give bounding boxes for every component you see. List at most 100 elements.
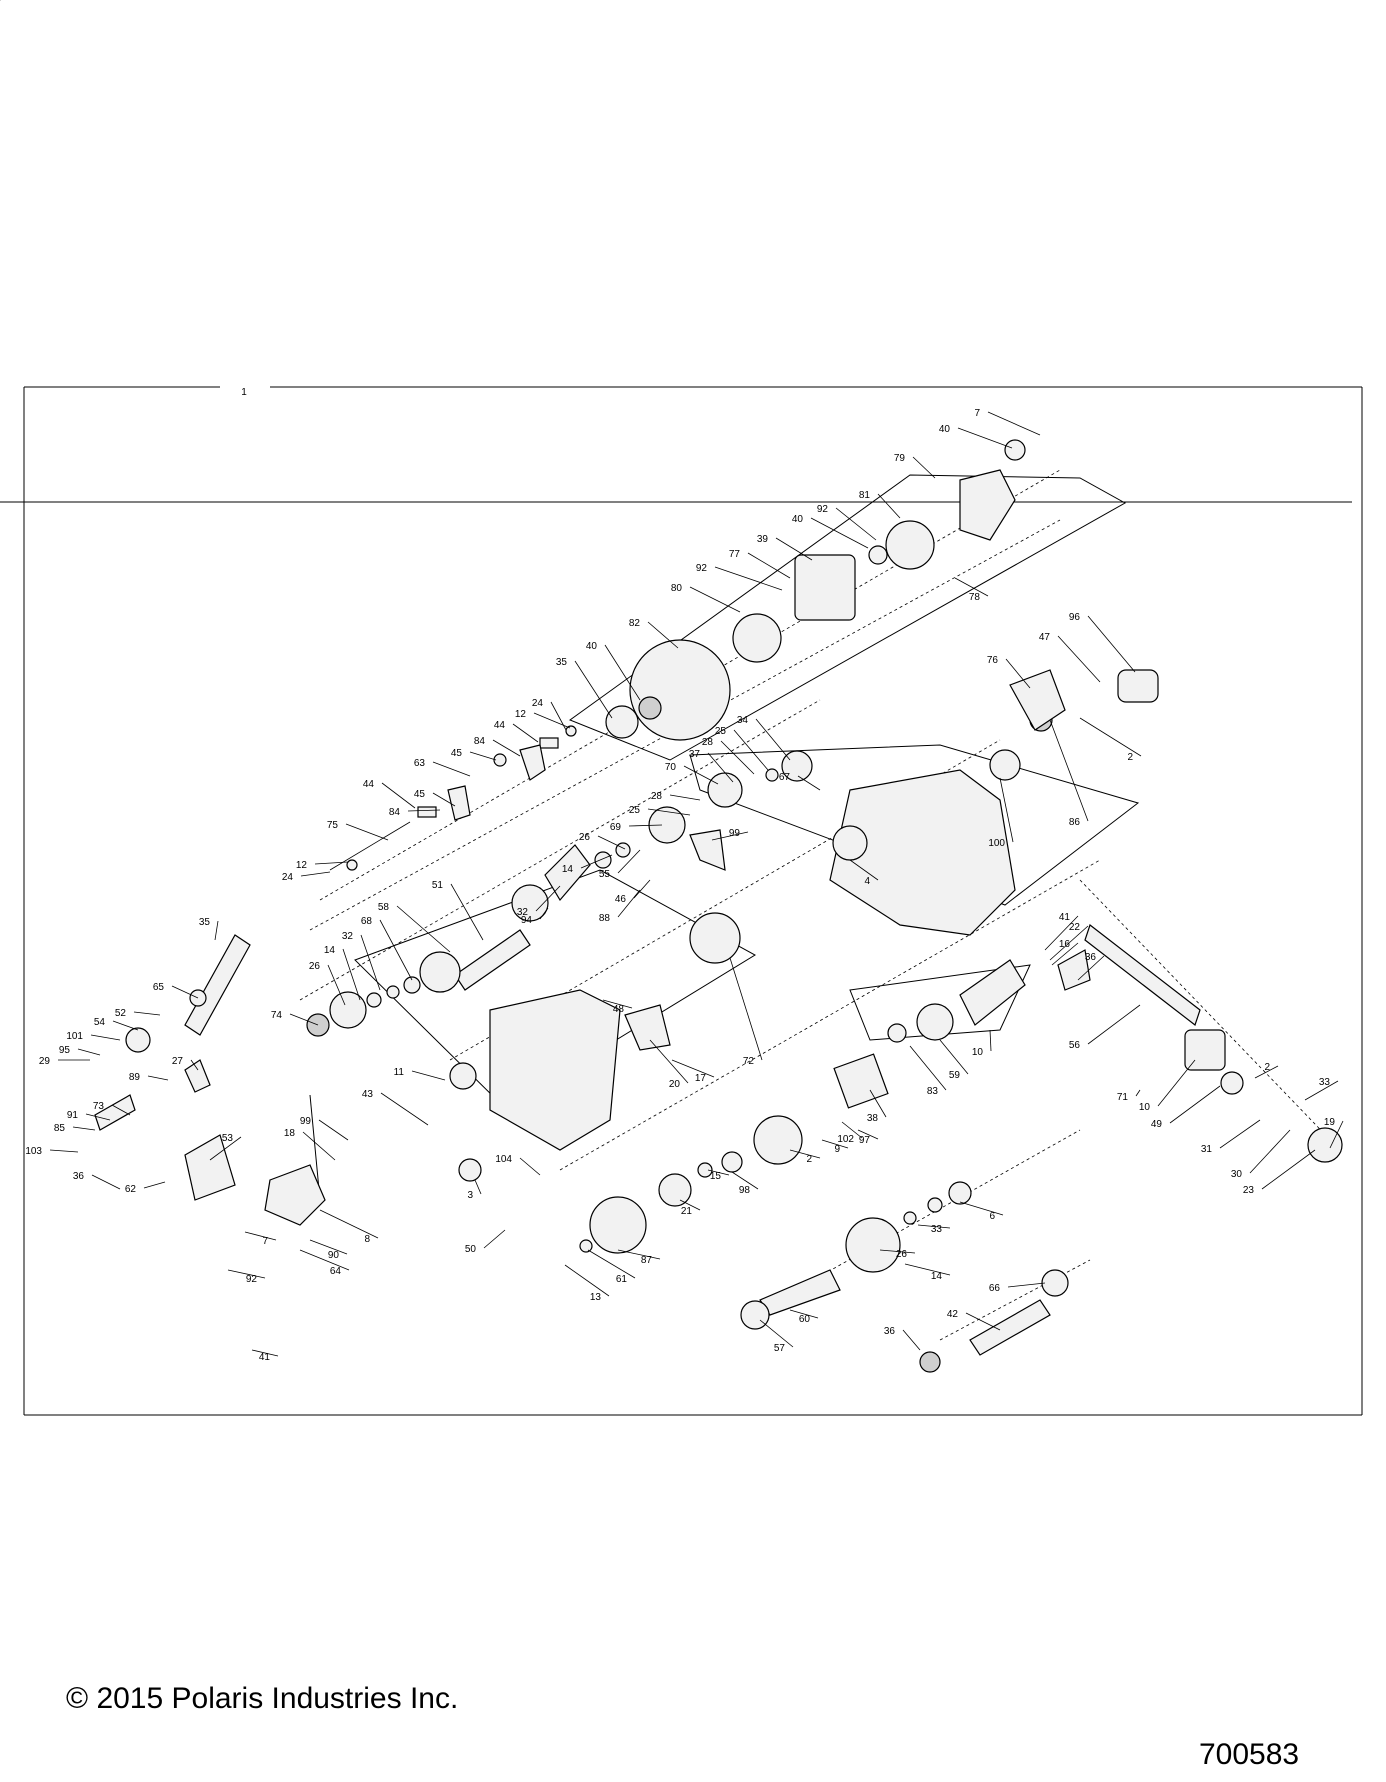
copyright-text: © 2015 Polaris Industries Inc. — [66, 1682, 459, 1715]
callout-leader-line — [731, 1171, 759, 1190]
callout-leader-line — [904, 1263, 951, 1276]
callout-leader-line — [190, 1059, 199, 1071]
washer-12b-part — [346, 859, 358, 871]
callout-number: 41 — [1059, 912, 1071, 923]
callout-leader-line — [747, 552, 791, 579]
callout-number: 33 — [931, 1224, 943, 1235]
ring-26c-part — [927, 1197, 943, 1213]
ring-26-part — [615, 842, 631, 858]
callout-leader-line — [1304, 1080, 1339, 1101]
middle-geartrain-parts — [306, 750, 813, 1037]
hub-74-part — [329, 991, 367, 1029]
detent-45-part — [493, 753, 507, 767]
shift-shaft-51-part — [184, 934, 251, 1036]
callout-number: 99 — [729, 828, 741, 839]
callout-leader-line — [314, 861, 349, 865]
callout-leader-line — [965, 1312, 1001, 1331]
callout-leader-line — [112, 1020, 139, 1031]
callout-number: 76 — [987, 655, 999, 666]
callout-leader-line — [647, 621, 679, 649]
callout-number: 35 — [556, 657, 568, 668]
callout-leader-line — [810, 517, 869, 549]
callout-leader-line — [85, 1113, 111, 1121]
callout-number: 9 — [834, 1144, 840, 1155]
callout-leader-line — [939, 1039, 969, 1075]
callout-leader-line — [789, 1149, 821, 1159]
seal-98-part — [458, 1158, 482, 1182]
callout-number: 63 — [414, 758, 426, 769]
callout-number: 101 — [66, 1031, 83, 1042]
callout-number: 14 — [562, 864, 574, 875]
callout-number: 28 — [702, 737, 714, 748]
callout-number: 53 — [222, 1133, 234, 1144]
callout-number: 91 — [67, 1110, 79, 1121]
callout-number: 25 — [629, 805, 641, 816]
callout-number: 84 — [474, 736, 486, 747]
planet-gears-part — [794, 554, 856, 621]
callout-number: 36 — [1085, 952, 1097, 963]
fork-84-part — [519, 744, 546, 781]
bearing-35-part — [605, 705, 639, 739]
shaft-57-part — [759, 1269, 841, 1316]
callout-leader-line — [821, 1139, 849, 1149]
callout-number: 102 — [837, 1134, 854, 1145]
ring-92-part — [868, 545, 888, 565]
callout-leader-line — [849, 859, 879, 881]
callout-number: 99 — [300, 1116, 312, 1127]
actuator-96-part — [1117, 669, 1159, 703]
gear-66-part — [845, 1217, 901, 1273]
shaft-59-part — [1084, 924, 1201, 1026]
callout-leader-line — [733, 729, 769, 771]
callout-number: 72 — [743, 1056, 755, 1067]
bearing-34-part — [781, 750, 813, 782]
callout-number: 14 — [931, 1271, 943, 1282]
ring-65-part — [689, 912, 741, 964]
callout-number: 61 — [616, 1274, 628, 1285]
callout-leader-line — [1254, 1065, 1279, 1079]
callout-leader-line — [999, 777, 1014, 843]
gear-104-part — [1307, 1127, 1343, 1163]
callout-number: 46 — [615, 894, 627, 905]
callout-number: 39 — [757, 534, 769, 545]
callout-leader-line — [77, 1048, 101, 1056]
callout-number: 83 — [927, 1086, 939, 1097]
callout-leader-line — [209, 1136, 242, 1161]
callout-number: 30 — [1231, 1169, 1243, 1180]
callout-number: 27 — [172, 1056, 184, 1067]
callout-leader-line — [214, 920, 219, 941]
cover-56-part — [624, 1004, 671, 1051]
callout-leader-line — [309, 1239, 348, 1255]
bracket-91-part — [184, 1134, 236, 1201]
callout-number: 65 — [153, 982, 165, 993]
callout-leader-line — [909, 1045, 947, 1091]
callout-number: 94 — [521, 915, 533, 926]
callout-number: 47 — [1039, 632, 1051, 643]
callout-leader-line — [1057, 635, 1101, 683]
washer-13-part — [579, 1239, 593, 1253]
callout-leader-line — [647, 808, 691, 816]
callout-leader-line — [1169, 1085, 1221, 1124]
callout-leader-line — [683, 765, 719, 785]
callout-number: 82 — [629, 618, 641, 629]
callout-number: 87 — [641, 1255, 653, 1266]
callout-leader-line — [244, 1231, 277, 1241]
bearing-33-part — [1220, 1071, 1244, 1095]
callout-number: 77 — [729, 549, 741, 560]
callout-number: 2 — [1127, 752, 1133, 763]
callout-number: 79 — [894, 453, 906, 464]
callout-leader-line — [835, 507, 877, 541]
big-gear-82-part — [629, 639, 731, 741]
callout-number: 78 — [969, 592, 981, 603]
callout-number: 3 — [467, 1190, 473, 1201]
flange-72-part — [1057, 949, 1091, 991]
callout-leader-line — [1157, 1059, 1196, 1107]
callout-number: 57 — [774, 1343, 786, 1354]
end-cover-part — [959, 469, 1016, 541]
callout-leader-line — [302, 1131, 336, 1161]
callout-leader-line — [580, 854, 613, 869]
gear-81-part — [885, 520, 935, 570]
callout-leader-line — [171, 985, 199, 999]
callout-leader-line — [679, 1199, 701, 1211]
callout-leader-line — [707, 1169, 730, 1176]
output-parts — [94, 924, 1343, 1373]
